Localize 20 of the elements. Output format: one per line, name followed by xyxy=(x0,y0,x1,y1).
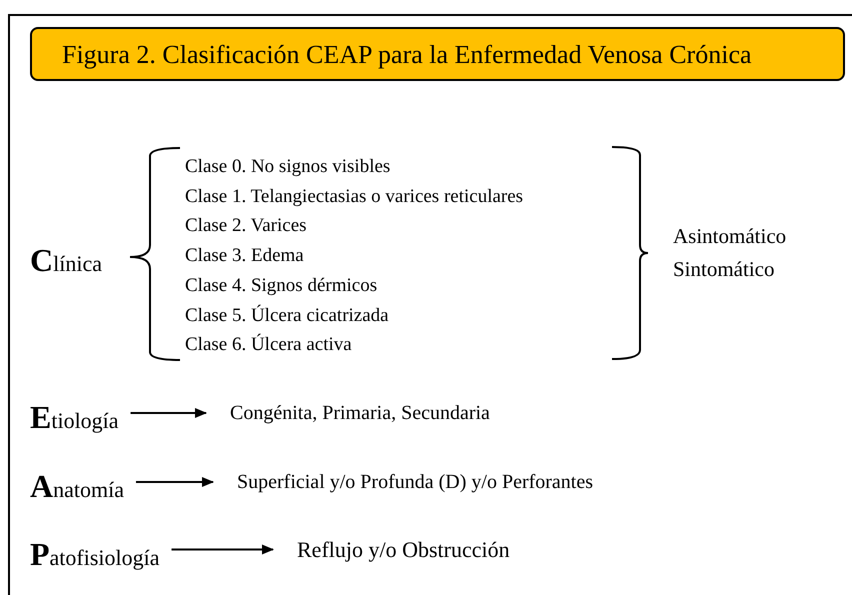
item-text: Superficial y/o Profunda (D) y/o Perforantes xyxy=(237,470,594,495)
item-text: Patofisiología xyxy=(30,535,160,574)
item-text: Congénita, Primaria, Secundaria xyxy=(230,401,490,426)
item-text: Clase 6. Úlcera activa xyxy=(185,332,353,358)
item-text: Reflujo y/o Obstrucción xyxy=(297,536,510,564)
item-text: Asintomático xyxy=(673,223,786,250)
title-banner: Figura 2. Clasificación CEAP para la Enfermedad Venosa Crónica xyxy=(30,27,845,81)
item-text: Etiología xyxy=(30,398,119,437)
item-text: Clase 4. Signos dérmicos xyxy=(185,274,378,298)
item-text: Clase 3. Edema xyxy=(185,244,305,268)
item-text: Clase 0. No signos visibles xyxy=(185,155,392,179)
arrow xyxy=(172,544,274,554)
arrow xyxy=(130,408,207,418)
item-text: Clase 5. Úlcera cicatrizada xyxy=(185,304,390,328)
item-text: Clase 2. Varices xyxy=(185,214,308,238)
item-text: Sintomático xyxy=(673,256,776,283)
arrow xyxy=(136,477,214,487)
item-text: Clase 1. Telangiectasias o varices reticulares xyxy=(185,184,524,209)
item-text: Clínica xyxy=(30,241,102,280)
item-text: Anatomía xyxy=(30,467,124,506)
